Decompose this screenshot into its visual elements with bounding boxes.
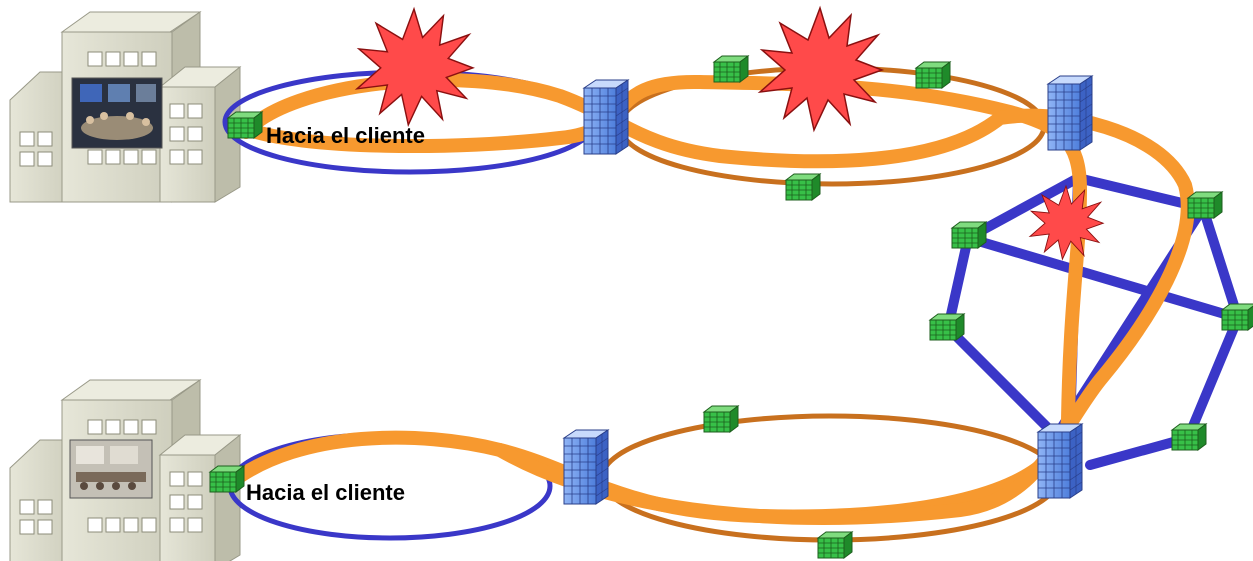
router-icon <box>703 405 739 433</box>
router-icon <box>713 55 749 83</box>
office-building-icon <box>9 11 241 203</box>
client-label-top: Hacia el cliente <box>266 123 425 148</box>
core-switch-icon <box>1037 423 1083 499</box>
core-switch-icon <box>1047 75 1093 151</box>
core-switch-icon <box>583 79 629 155</box>
router-icon <box>951 221 987 249</box>
router-icon <box>1187 191 1223 219</box>
router-icon <box>1221 303 1253 331</box>
core-switch-icon <box>563 429 609 505</box>
router-icon <box>227 111 263 139</box>
router-icon <box>929 313 965 341</box>
explosion-fault-icon <box>356 8 474 126</box>
router-icon <box>209 465 245 493</box>
client-label-bottom: Hacia el cliente <box>246 480 405 505</box>
office-building-icon <box>9 379 241 561</box>
router-icon <box>1171 423 1207 451</box>
router-icon <box>785 173 821 201</box>
router-icon <box>817 531 853 559</box>
router-icon <box>915 61 951 89</box>
videoconference-photo-top <box>71 77 163 149</box>
videoconference-photo-bottom <box>69 439 153 499</box>
